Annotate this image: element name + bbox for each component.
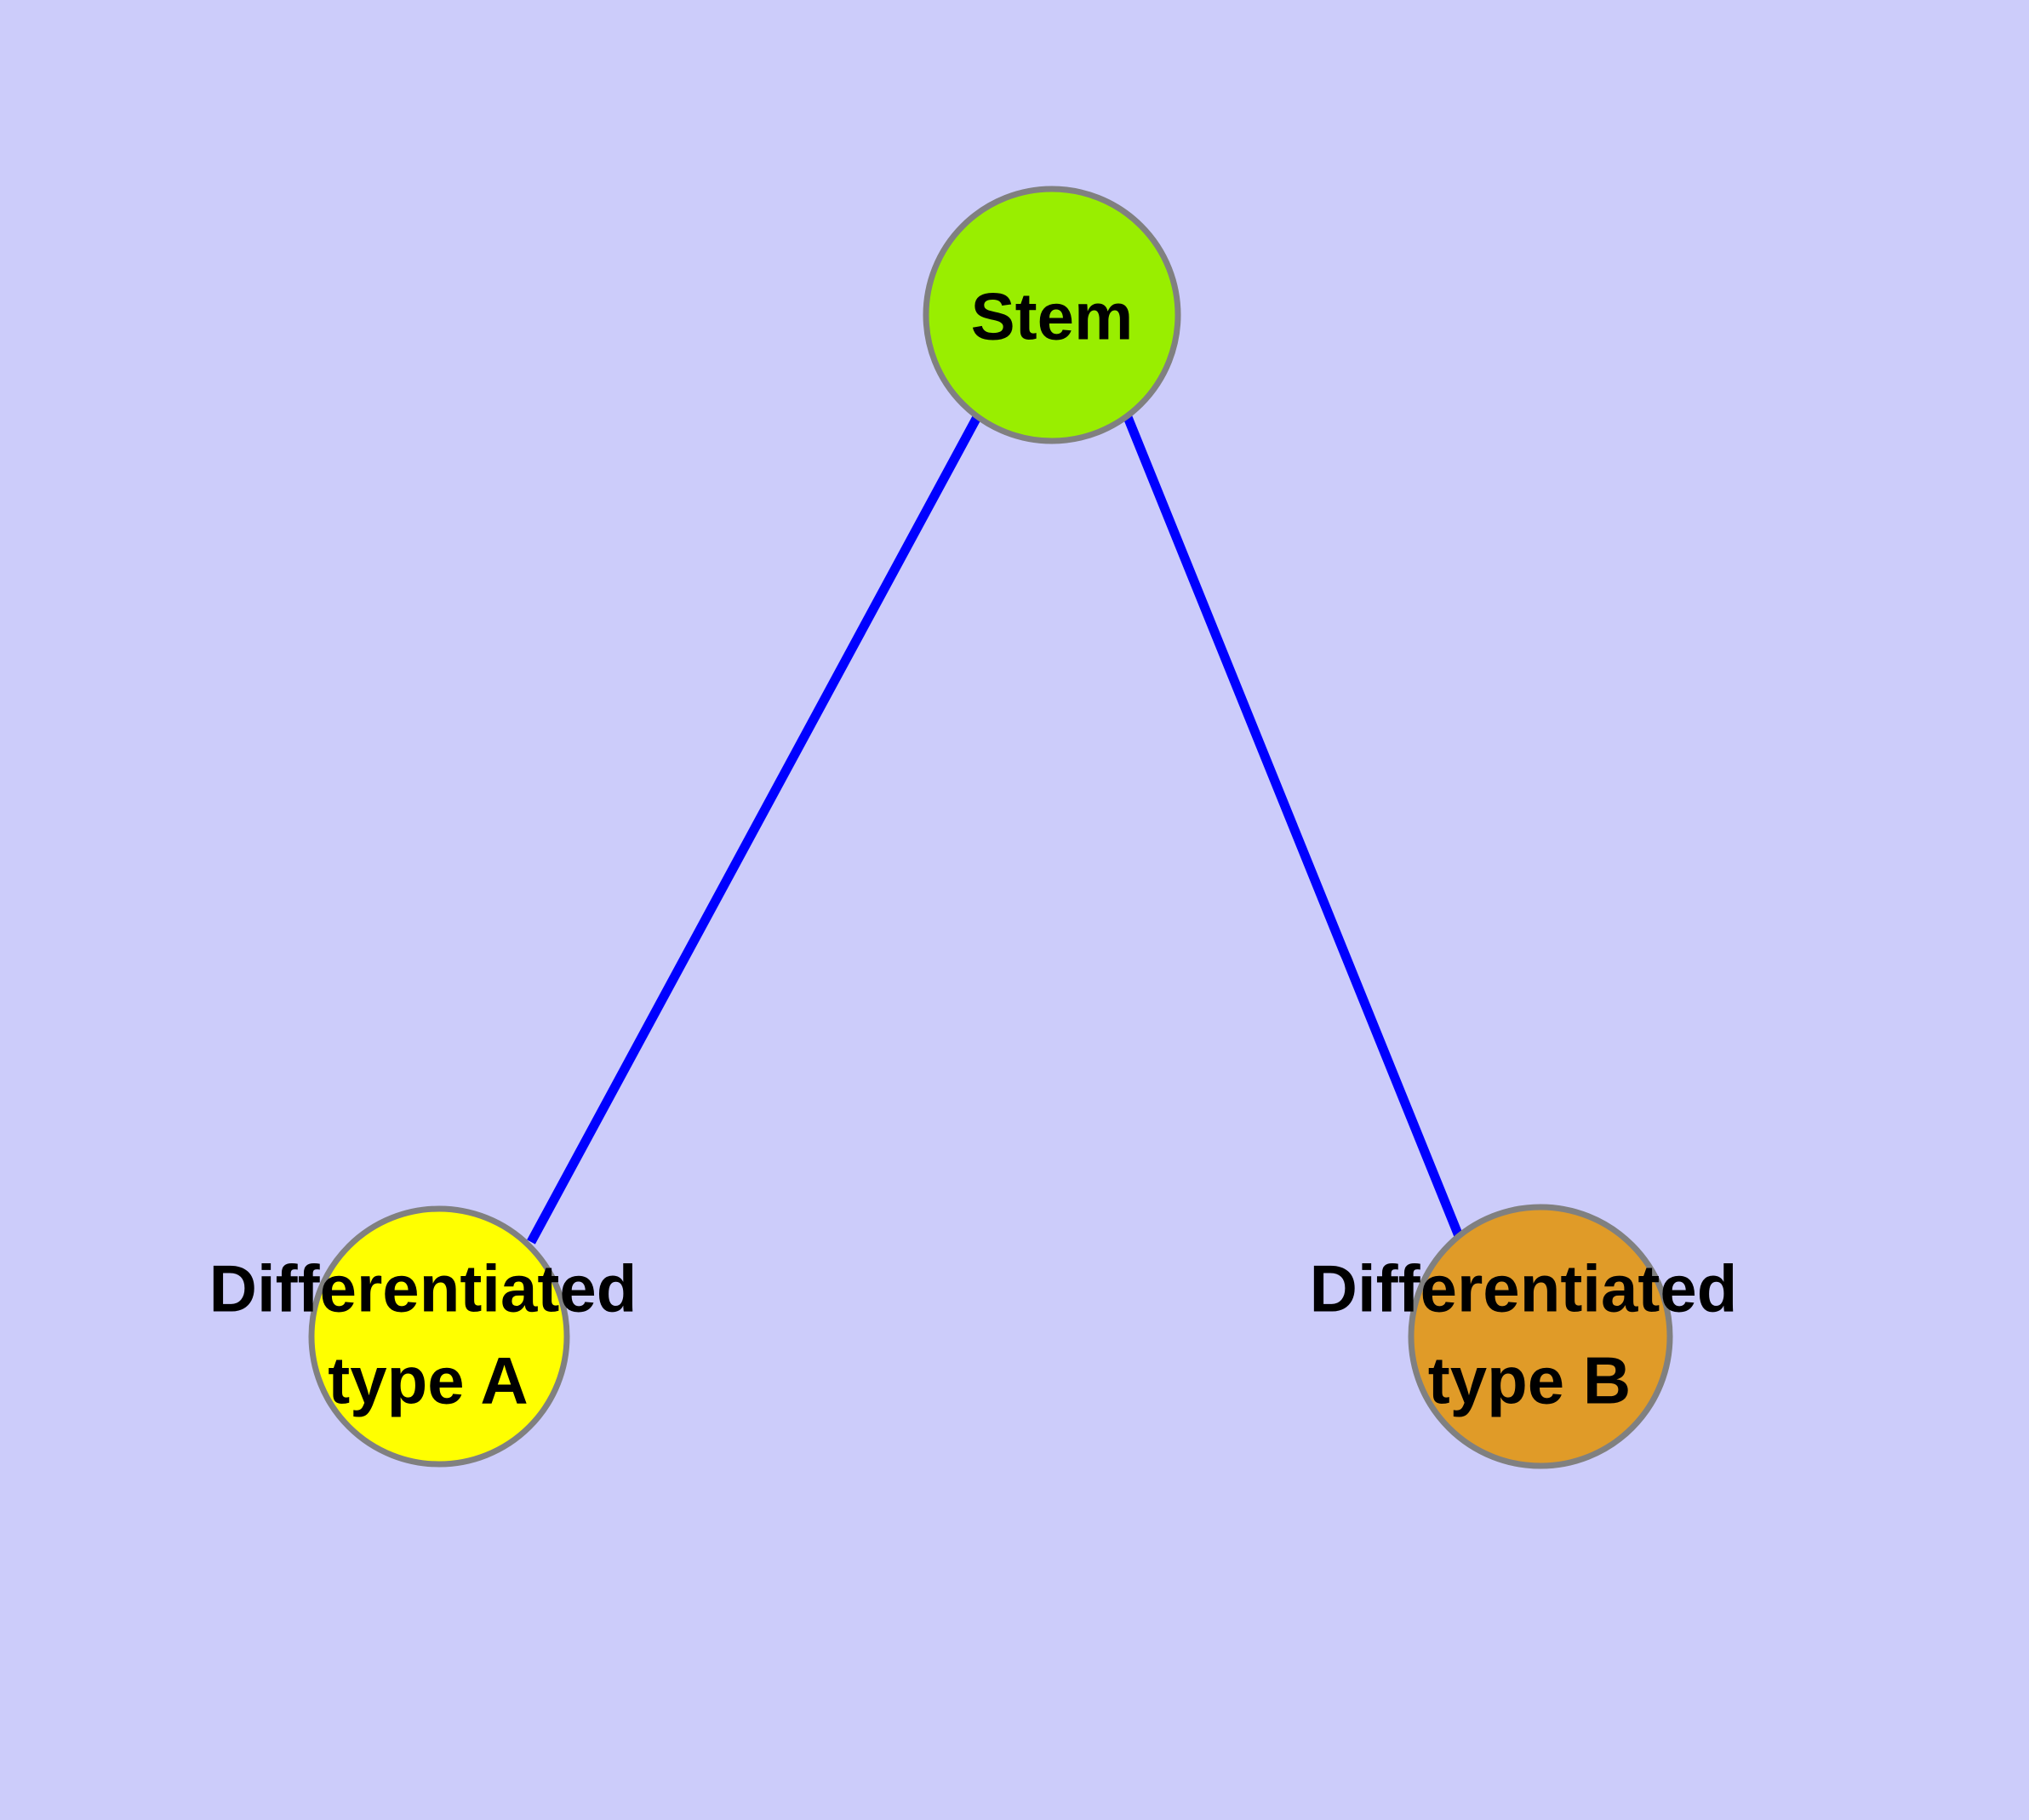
node-label-differentiated-type-b-line2: type B <box>1428 1343 1631 1418</box>
node-label-differentiated-type-a: Differentiated type A <box>209 1251 637 1418</box>
node-differentiated-type-b[interactable] <box>1408 1204 1673 1469</box>
node-label-differentiated-type-b-line1: Differentiated <box>1310 1251 1738 1326</box>
node-stem[interactable] <box>923 186 1181 444</box>
node-label-stem: Stem <box>971 279 1134 354</box>
node-circle-differentiated-type-b[interactable] <box>1408 1204 1673 1469</box>
node-label-differentiated-type-b: Differentiated type B <box>1310 1251 1738 1418</box>
edge-stem-to-differentiated-type-b[interactable] <box>1123 415 1464 1239</box>
edges-layer <box>527 415 1464 1245</box>
edge-stem-to-differentiated-type-a[interactable] <box>527 415 981 1245</box>
node-label-differentiated-type-a-line1: Differentiated <box>209 1251 637 1326</box>
node-label-differentiated-type-a-line2: type A <box>328 1343 529 1418</box>
labels-layer: Stem Differentiated type A Differentiate… <box>209 279 1738 1418</box>
nodes-layer <box>308 186 1673 1469</box>
node-circle-stem[interactable] <box>923 186 1181 444</box>
node-differentiated-type-a[interactable] <box>308 1205 570 1468</box>
node-circle-differentiated-type-a[interactable] <box>308 1205 570 1468</box>
